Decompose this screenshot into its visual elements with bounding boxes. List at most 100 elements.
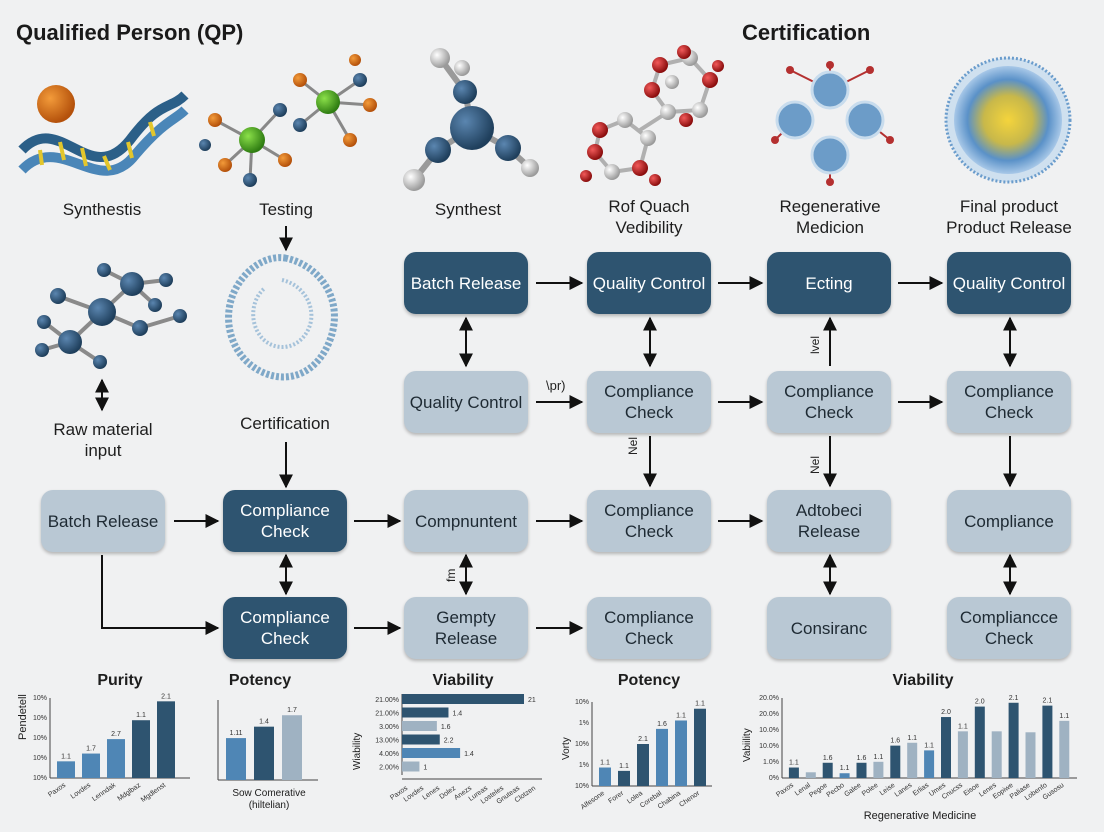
chart-data-label: 2.1 [638, 736, 648, 743]
box-consiranc-r4[interactable]: Consiranc [767, 597, 891, 659]
chart-bar [941, 717, 951, 778]
liposome-icon [944, 56, 1072, 184]
chart-x-tick: Pecbo [825, 782, 845, 799]
chart-data-label: 1.11 [229, 730, 242, 737]
box-compliance-check-r2-3[interactable]: Compliance Check [947, 371, 1071, 433]
chart-x-tick: Lenes [422, 785, 442, 802]
chart-potency-1: 1.11 1.4 1.7 [217, 700, 318, 781]
chart-x-tick: Polee [861, 782, 880, 798]
box-ecting-r1[interactable]: Ecting [767, 252, 891, 314]
chart-xlabel-potency-1-line1: Sow Comerative [232, 788, 306, 799]
chart-y-tick: 20.0% [759, 711, 779, 718]
chart-x-tick: Mgdlenst [140, 782, 167, 804]
chart-y-tick: 10% [575, 741, 589, 748]
box-adtobeci-release-r3[interactable]: Adtobeci Release [767, 490, 891, 552]
box-compliance-check-r2-2[interactable]: Compliance Check [767, 371, 891, 433]
box-compliance-check-r3-2[interactable]: Compliance Check [587, 490, 711, 552]
chart-bar [402, 694, 524, 704]
chart-data-label: 1.1 [600, 760, 610, 767]
title-left: Qualified Person (QP) [16, 20, 244, 45]
caption-regen-line1: Regenerative [779, 197, 881, 216]
chart-x-tick: Leise [879, 782, 897, 797]
chart-data-label: 1.1 [874, 754, 884, 761]
chart-y-tick: 10% [575, 699, 589, 706]
dna-helix-icon [18, 85, 189, 176]
chart-bar [402, 748, 461, 758]
chart-bar [637, 744, 649, 786]
chart-bar [402, 761, 420, 772]
chart-title-potency-1: Potency [228, 672, 292, 689]
arrow-label-lvel: lvel [808, 335, 822, 354]
chart-y-tick: 2.00% [379, 765, 399, 772]
box-gempty-release-r4[interactable]: Gempty Release [404, 597, 528, 659]
box-compliance-check-r4-2[interactable]: Compliance Check [587, 597, 711, 659]
chart-potency-2: 10%1%10%1%10%1.1Alfesone1.1Forer2.1Lolea… [575, 699, 712, 811]
chart-x-tick: Forer [607, 790, 625, 806]
caption-testing: Testing [259, 200, 313, 219]
chart-data-label: 2.1 [1009, 695, 1019, 702]
chart-bar [873, 761, 884, 778]
box-compliance-check-r4-3[interactable]: Compliancce Check [947, 597, 1071, 659]
chart-bar [107, 739, 125, 778]
chart-bar [402, 734, 440, 745]
chart-x-tick: Mdglbaz [116, 782, 142, 803]
chart-data-label: 1.1 [958, 723, 968, 730]
chart-data-label: 1.1 [907, 735, 917, 742]
chart-y-tick: 10% [33, 775, 47, 782]
box-compnuntent-r3[interactable]: Compnuntent [404, 490, 528, 552]
chart-bar [132, 720, 150, 778]
caption-final-line2: Product Release [946, 218, 1072, 237]
chart-data-label: 1.1 [789, 760, 799, 767]
chart-bar [856, 762, 867, 778]
chart-xlabel-potency-1-line2: (hiltelian) [248, 800, 290, 811]
box-batch-release-r1[interactable]: Batch Release [404, 252, 528, 314]
chart-title-purity: Purity [97, 672, 143, 689]
chart-data-label: 1.1 [1059, 713, 1069, 720]
chart-bar [839, 773, 850, 778]
chart-data-label: 1.7 [86, 746, 96, 753]
arrow-label-nel-2: Nel [808, 455, 822, 474]
chart-y-tick: 10% [33, 715, 47, 722]
chart-bar [675, 720, 687, 786]
chart-data-label: 1.6 [823, 755, 833, 762]
chart-y-tick: 21.00% [375, 697, 399, 704]
chart-viability-2: 20.0%20.0%10.0%10.0%1.0%0%1.1PaxosLenal1… [759, 695, 1077, 802]
chart-data-label: 1.6 [890, 738, 900, 745]
chart-bar [1008, 702, 1019, 778]
chart-x-tick: Erlias [912, 782, 931, 798]
chart-y-tick: 20.0% [759, 695, 779, 702]
chart-bar [157, 701, 175, 778]
box-quality-control-r2[interactable]: Quality Control [404, 371, 528, 433]
chart-bar [254, 726, 274, 780]
caption-final-product: Final product Product Release [934, 196, 1084, 238]
cell-cluster-icon [771, 61, 894, 186]
box-compliance-check-r4-1[interactable]: Compliance Check [223, 597, 347, 659]
chart-y-tick: 21.00% [375, 711, 399, 718]
box-quality-control-r1[interactable]: Quality Control [587, 252, 711, 314]
ring-molecule-icon [580, 45, 724, 186]
chart-y-tick: 10% [33, 735, 47, 742]
chart-data-label: 1.1 [619, 763, 629, 770]
box-compliance-check-r3-1[interactable]: Compliance Check [223, 490, 347, 552]
caption-raw-line2: input [84, 441, 122, 460]
chart-data-label: 1.7 [287, 707, 297, 714]
chart-bar [694, 708, 706, 786]
caption-synthest: Synthest [434, 200, 502, 219]
caption-rof-line1: Rof Quach [608, 197, 690, 216]
chart-data-label: 1.1 [136, 712, 146, 719]
box-batch-release-r3[interactable]: Batch Release [41, 490, 165, 552]
chart-y-tick: 1.0% [763, 759, 779, 766]
chart-bar [907, 742, 918, 778]
chart-bar [618, 770, 630, 786]
chart-bar [822, 762, 833, 778]
chart-bar [82, 753, 100, 778]
caption-raw-line1: Raw material [53, 420, 153, 439]
chart-data-label: 2.0 [975, 699, 985, 706]
box-quality-control-final-r1[interactable]: Quality Control [947, 252, 1071, 314]
chart-data-label: 1.4 [259, 719, 269, 726]
chart-y-tick: 10% [33, 695, 47, 702]
box-compliance-check-r2-1[interactable]: Compliance Check [587, 371, 711, 433]
chart-bar [957, 731, 968, 778]
chart-y-tick: 10.0% [759, 727, 779, 734]
box-compliance-r3[interactable]: Compliance [947, 490, 1071, 552]
